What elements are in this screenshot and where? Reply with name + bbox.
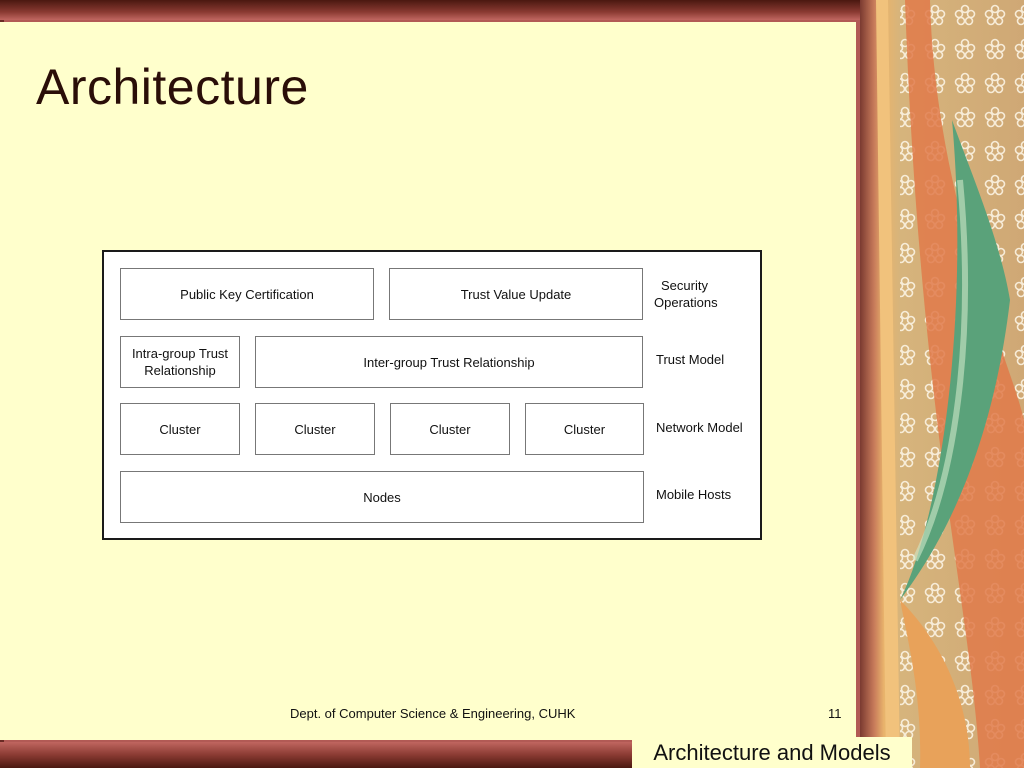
slide: Architecture Public Key Certification Tr… — [0, 22, 856, 740]
network-model-label: Network Model — [656, 420, 743, 435]
security-operations-label: Security Operations — [654, 277, 754, 311]
intra-group-trust-line2: Relationship — [144, 363, 216, 378]
cluster-box: Cluster — [255, 403, 375, 455]
nodes-box: Nodes — [120, 471, 644, 523]
security-operations-label-line1: Security — [661, 278, 708, 293]
page-number: 11 — [828, 706, 842, 721]
slide-title: Architecture — [36, 59, 309, 115]
mobile-hosts-label: Mobile Hosts — [656, 487, 732, 502]
public-key-certification-box: Public Key Certification — [120, 268, 374, 320]
cluster-box: Cluster — [120, 403, 240, 455]
security-operations-label-line2: Operations — [654, 295, 718, 310]
intra-group-trust-line1: Intra-group Trust — [131, 346, 229, 361]
intra-group-trust-box: Intra-group Trust Relationship — [120, 336, 240, 388]
footer-text: Dept. of Computer Science & Engineering,… — [290, 706, 576, 721]
decorative-panel — [860, 0, 1024, 768]
cluster-box: Cluster — [390, 403, 510, 455]
decorative-artwork — [876, 0, 1024, 768]
frame-top — [0, 0, 880, 20]
trust-value-update-box: Trust Value Update — [389, 268, 643, 320]
architecture-diagram: Public Key Certification Trust Value Upd… — [102, 250, 762, 540]
trust-model-label: Trust Model — [656, 352, 725, 367]
slide-caption: Architecture and Models — [632, 737, 912, 768]
cluster-box: Cluster — [525, 403, 644, 455]
inter-group-trust-box: Inter-group Trust Relationship — [255, 336, 643, 388]
